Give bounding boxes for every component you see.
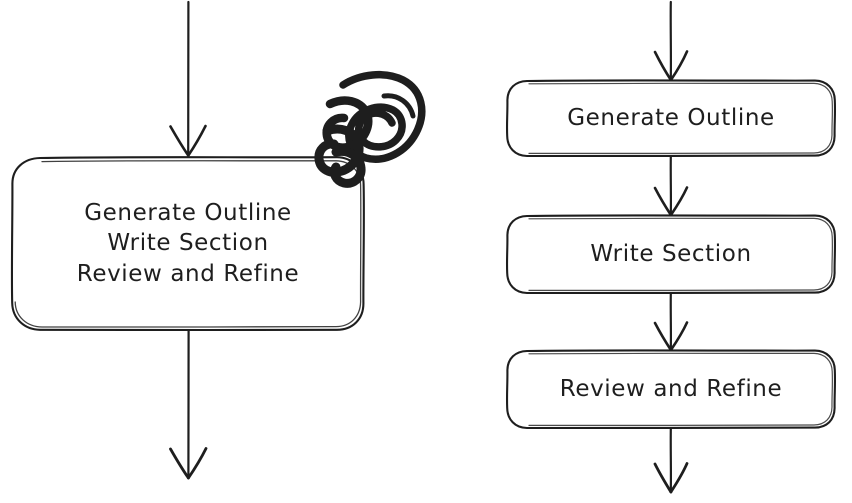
arrow-out-of-review: [653, 427, 689, 494]
node-review-and-refine-shape[interactable]: [505, 349, 837, 430]
arrow-into-generate-outline: [653, 0, 689, 82]
node-generate-outline-shape[interactable]: [505, 79, 837, 158]
left-incoming-arrow: [169, 0, 207, 157]
merged-node-shape[interactable]: [10, 156, 365, 332]
arrow-generate-to-write: [653, 155, 689, 217]
node-review-and-refine[interactable]: [507, 350, 835, 428]
node-write-section-shape[interactable]: [505, 214, 837, 295]
node-write-section[interactable]: [507, 215, 835, 293]
arrow-write-to-review: [653, 292, 689, 352]
scribble-mark: [314, 71, 426, 188]
merged-node[interactable]: [12, 157, 364, 330]
scribble-mark-target[interactable]: [322, 70, 428, 182]
node-generate-outline[interactable]: [507, 80, 835, 156]
left-outgoing-arrow: [169, 329, 208, 480]
